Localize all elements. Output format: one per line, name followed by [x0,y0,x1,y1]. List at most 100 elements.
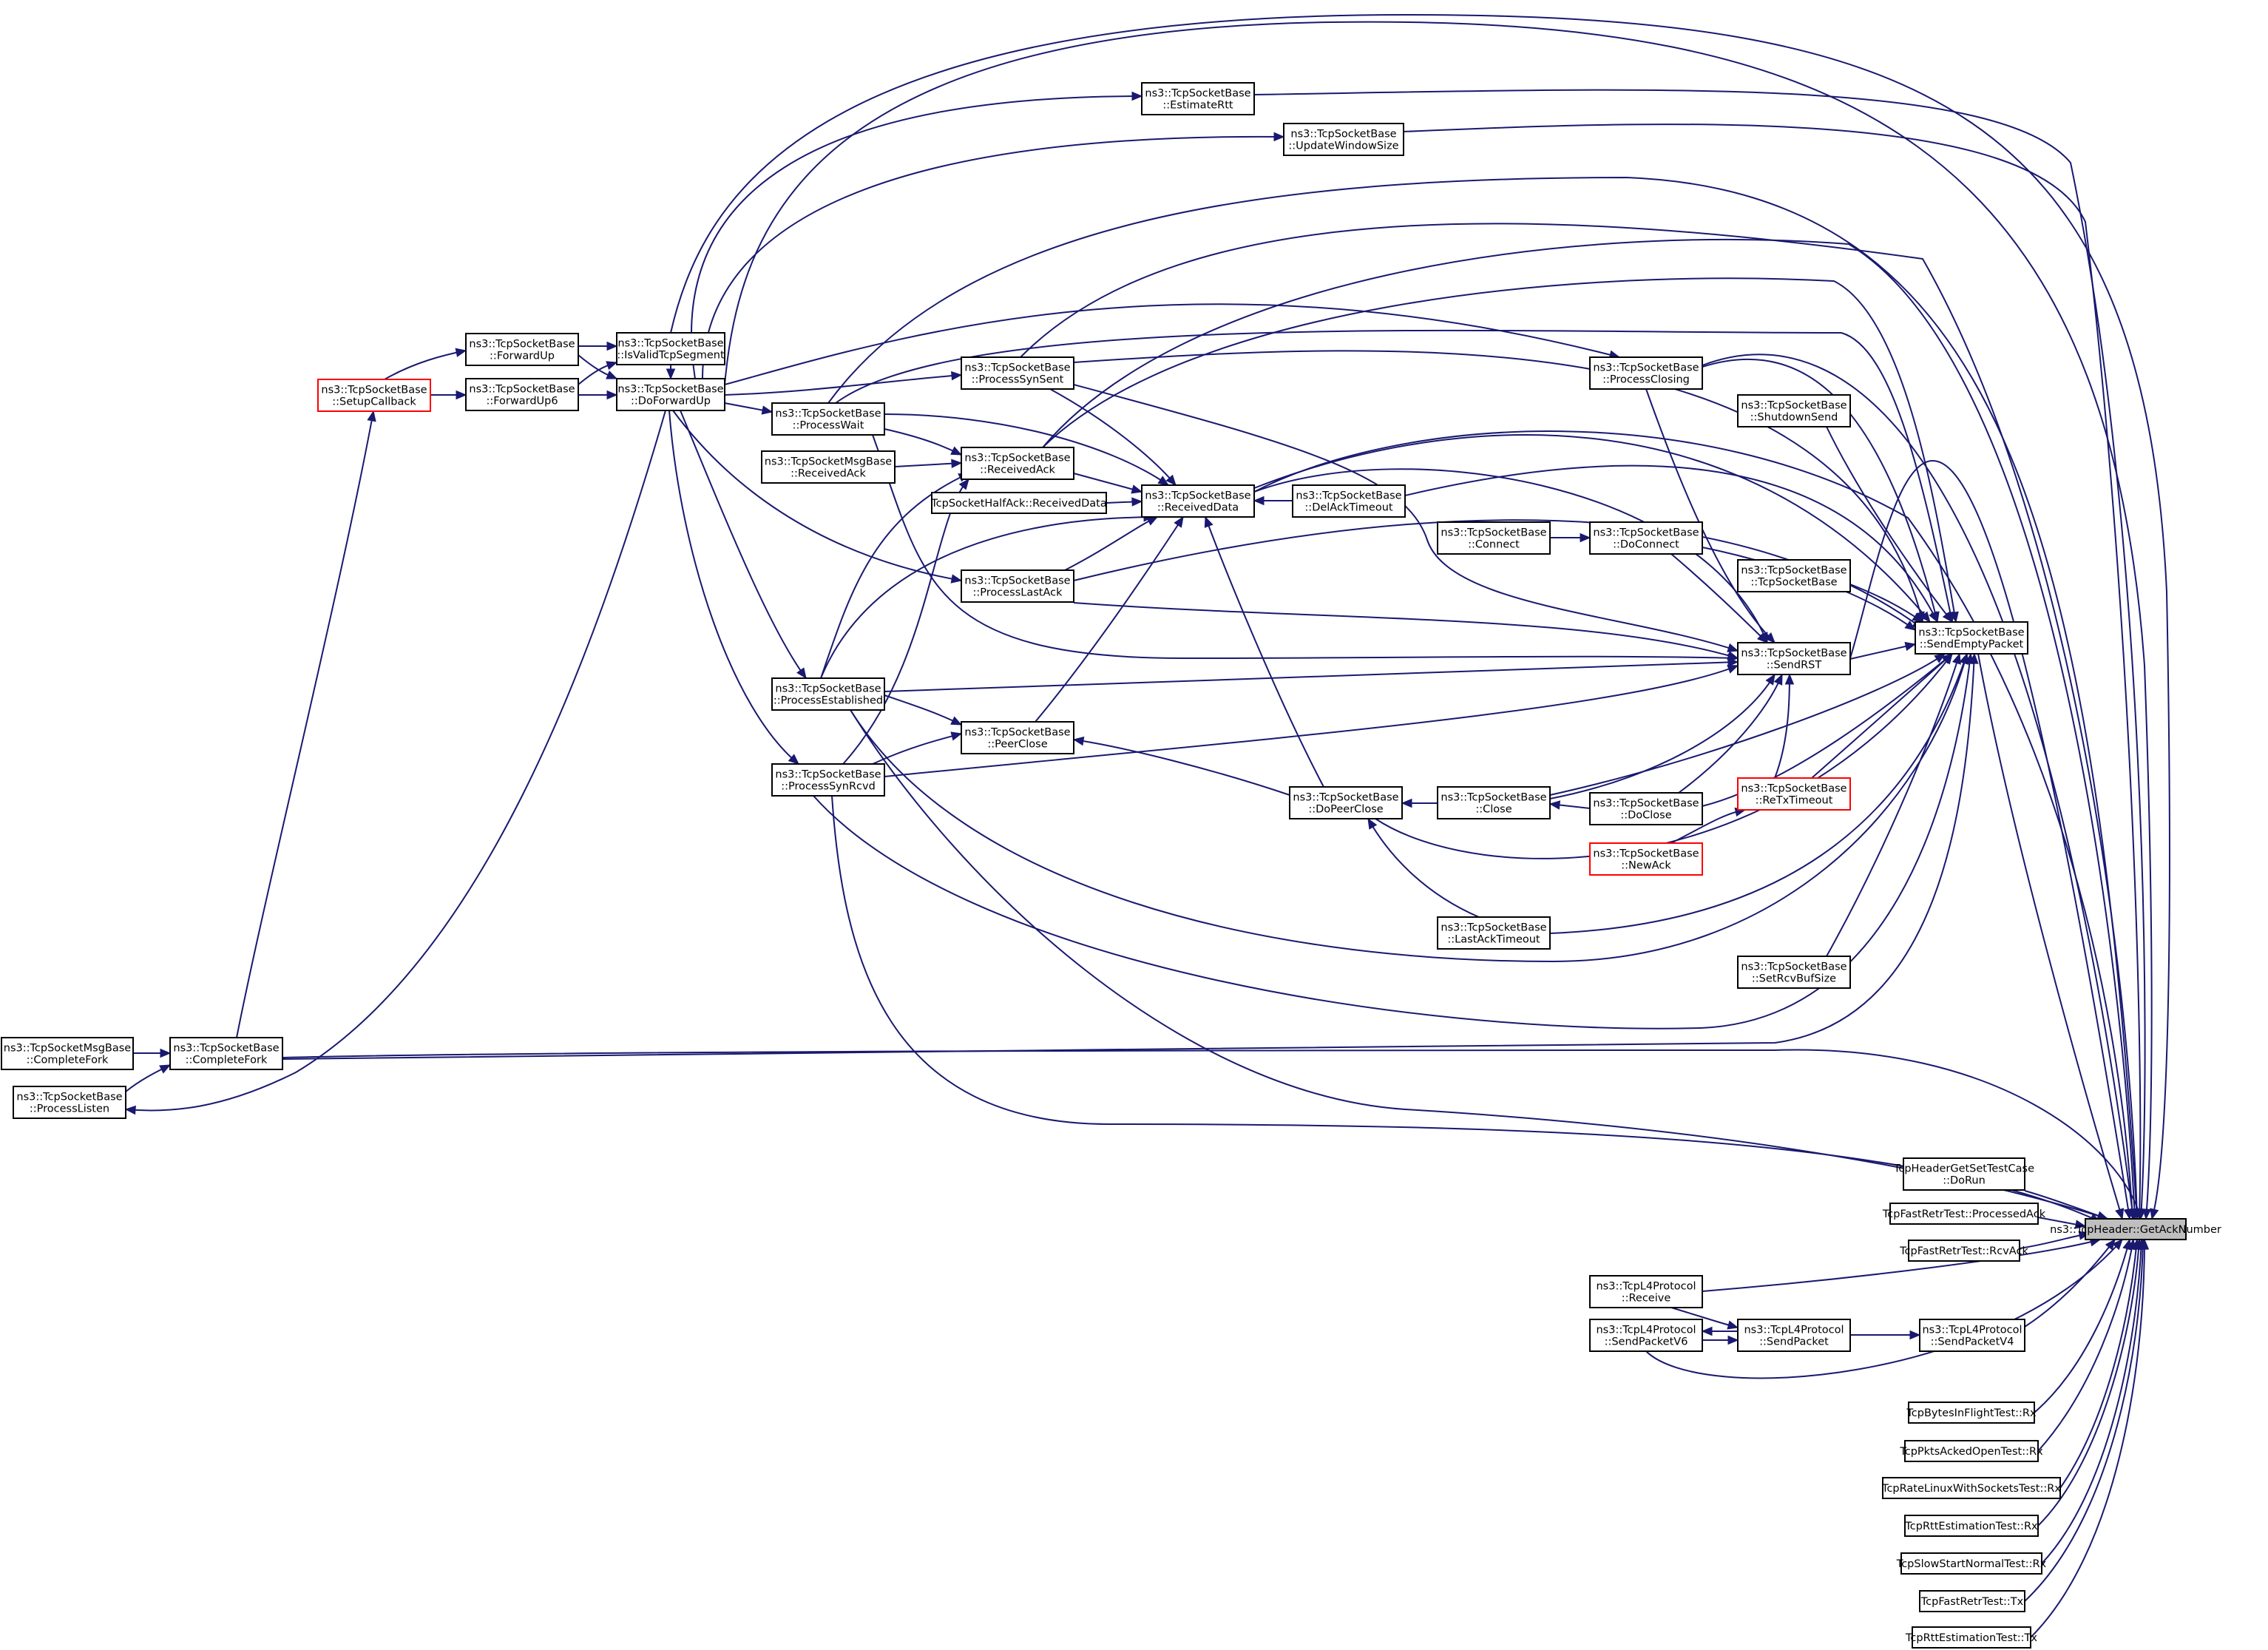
node-getack[interactable]: ns3::TcpHeader::GetAckNumber [2050,1218,2221,1240]
node-label-line: ::EstimateRtt [1162,100,1233,112]
node-label-line: ns3::TcpSocketBase [1741,648,1846,660]
edge-doFwdUp-to-getack [724,21,2153,1220]
node-label-line: ns3::TcpSocketBase [1741,400,1846,412]
node-label-line: ::SendEmptyPacket [1920,639,2024,651]
edge-setupCb-to-fwdUp [384,348,467,380]
node-label-line: ns3::TcpSocketBase [1441,792,1546,804]
node-pktsAcked[interactable]: TcpPktsAckedOpenTest::Rx [1899,1440,2043,1462]
node-l4SendV4[interactable]: ns3::TcpL4Protocol::SendPacketV4 [1919,1319,2025,1352]
edge-procWait-to-getack [827,176,2142,1220]
node-slowStart[interactable]: TcpSlowStartNormalTest::Rx [1896,1552,2047,1575]
edge-msgRecvAck-to-recvAck [894,459,963,468]
node-completeFork[interactable]: ns3::TcpSocketBase::CompleteFork [169,1037,283,1070]
edge-doFwdUp-to-procSynRcvd [668,410,799,765]
node-label-line: ::PeerClose [987,739,1047,751]
node-label-line: ns3::TcpSocketBase [617,338,723,350]
edge-completeFork-to-setupCb [236,410,376,1038]
node-label-line: ::CompleteFork [186,1055,268,1066]
node-label-line: ns3::TcpSocketBase [1593,527,1699,539]
node-label-line: ns3::TcpSocketBase [1918,627,2024,639]
node-doFwdUp[interactable]: ns3::TcpSocketBase::DoForwardUp [616,378,725,411]
edge-slowStart-to-getack [2041,1238,2146,1564]
node-fastRetrTx[interactable]: TcpFastRetrTest::Tx [1919,1590,2025,1612]
node-fastRetrRcv[interactable]: TcpFastRetrTest::RcvAck [1899,1240,2028,1262]
node-shutdownSend[interactable]: ns3::TcpSocketBase::ShutdownSend [1737,394,1851,427]
node-delAck[interactable]: ns3::TcpSocketBase::DelAckTimeout [1292,484,1406,518]
node-rateLinux[interactable]: TcpRateLinuxWithSocketsTest::Rx [1881,1477,2061,1499]
node-label-line: ::ShutdownSend [1750,412,1838,424]
node-procSynRcvd[interactable]: ns3::TcpSocketBase::ProcessSynRcvd [771,763,885,797]
node-label-line: ns3::TcpSocketMsgBase [4,1043,132,1055]
node-label-line: TcpPktsAckedOpenTest::Rx [1899,1446,2043,1458]
node-fwdUp6[interactable]: ns3::TcpSocketBase::ForwardUp6 [465,378,579,411]
node-label-line: ::ProcessSynRcvd [781,781,876,793]
node-halfAck[interactable]: TcpSocketHalfAck::ReceivedData [930,492,1107,514]
edge-procListen-to-completeFork [125,1064,172,1092]
node-setRcvBuf[interactable]: ns3::TcpSocketBase::SetRcvBufSize [1737,956,1851,989]
node-updWin[interactable]: ns3::TcpSocketBase::UpdateWindowSize [1283,123,1404,156]
node-isValid[interactable]: ns3::TcpSocketBase::IsValidTcpSegment [616,332,725,365]
node-procLastAck[interactable]: ns3::TcpSocketBase::ProcessLastAck [961,569,1074,603]
edge-procWait-to-recvData [884,413,1170,486]
node-l4SendPacket[interactable]: ns3::TcpL4Protocol::SendPacket [1737,1319,1851,1352]
node-recvAck[interactable]: ns3::TcpSocketBase::ReceivedAck [961,447,1074,480]
node-tcpCtor[interactable]: ns3::TcpSocketBase::TcpSocketBase [1737,559,1851,592]
edge-close-to-sendEmpty [1549,653,1946,796]
node-close[interactable]: ns3::TcpSocketBase::Close [1437,786,1551,819]
node-doConnect[interactable]: ns3::TcpSocketBase::DoConnect [1589,521,1703,555]
node-procListen[interactable]: ns3::TcpSocketBase::ProcessListen [13,1086,126,1119]
edge-rttEstTx-to-getack [2030,1238,2150,1638]
node-label-line: ns3::TcpSocketBase [321,385,427,396]
edge-peerClose-to-recvData [1035,515,1184,723]
node-procClosing[interactable]: ns3::TcpSocketBase::ProcessClosing [1589,356,1703,390]
node-getSetTest[interactable]: TcpHeaderGetSetTestCase::DoRun [1893,1157,2034,1191]
node-procEst[interactable]: ns3::TcpSocketBase::ProcessEstablished [771,677,885,711]
node-label-line: ::ReceivedAck [980,464,1055,476]
node-fastRetrProc[interactable]: TcpFastRetrTest::ProcessedAck [1882,1203,2046,1225]
node-label-line: ::SendPacketV4 [1931,1336,2014,1348]
node-lastAckTimeout[interactable]: ns3::TcpSocketBase::LastAckTimeout [1437,916,1551,950]
node-label-line: ns3::TcpSocketBase [1593,848,1699,860]
node-estRtt[interactable]: ns3::TcpSocketBase::EstimateRtt [1141,82,1255,115]
node-connect[interactable]: ns3::TcpSocketBase::Connect [1437,521,1551,555]
node-label-line: ns3::TcpSocketMsgBase [765,456,893,468]
node-label-line: ::ProcessListen [30,1103,109,1115]
node-label-line: ns3::TcpSocketBase [964,575,1070,587]
node-rttEstRx[interactable]: TcpRttEstimationTest::Rx [1904,1515,2039,1537]
node-procSynSent[interactable]: ns3::TcpSocketBase::ProcessSynSent [961,356,1074,390]
node-msgCompleteFork[interactable]: ns3::TcpSocketMsgBase::CompleteFork [1,1037,134,1070]
edge-msgCompleteFork-to-completeFork [133,1048,172,1058]
node-setupCb[interactable]: ns3::TcpSocketBase::SetupCallback [317,379,431,412]
node-label-line: ns3::TcpSocketBase [1741,565,1846,577]
node-doPeerClose[interactable]: ns3::TcpSocketBase::DoPeerClose [1289,786,1403,819]
edge-doFwdUp-to-procListen [124,410,666,1115]
node-fwdUp[interactable]: ns3::TcpSocketBase::ForwardUp [465,333,579,366]
node-rttEstTx[interactable]: TcpRttEstimationTest::Tx [1905,1626,2037,1649]
node-label-line: TcpFastRetrTest::RcvAck [1899,1245,2028,1257]
node-l4Receive[interactable]: ns3::TcpL4Protocol::Receive [1589,1275,1703,1308]
node-retxTimeout[interactable]: ns3::TcpSocketBase::ReTxTimeout [1737,777,1851,811]
node-peerClose[interactable]: ns3::TcpSocketBase::PeerClose [961,721,1074,754]
edge-completeFork-to-getack [282,1049,2143,1220]
edge-recvAck-to-recvData [1073,473,1143,494]
edge-completeFork-to-sendEmpty [282,652,1979,1060]
node-recvData[interactable]: ns3::TcpSocketBase::ReceivedData [1141,484,1255,518]
edge-sendRST-to-sendEmpty [1849,641,1917,660]
node-doClose[interactable]: ns3::TcpSocketBase::DoClose [1589,792,1703,825]
node-label-line: ns3::TcpSocketBase [1593,362,1699,374]
node-label-line: TcpFastRetrTest::Tx [1920,1596,2024,1608]
node-sendRST[interactable]: ns3::TcpSocketBase::SendRST [1737,642,1851,675]
edge-doFwdUp-to-procWait [724,402,774,415]
node-label-line: ns3::TcpSocketBase [16,1092,122,1103]
node-label-line: TcpRttEstimationTest::Rx [1904,1521,2038,1532]
node-l4SendV6[interactable]: ns3::TcpL4Protocol::SendPacketV6 [1589,1319,1703,1352]
node-msgRecvAck[interactable]: ns3::TcpSocketMsgBase::ReceivedAck [761,450,896,484]
node-sendEmpty[interactable]: ns3::TcpSocketBase::SendEmptyPacket [1915,621,2028,655]
node-procWait[interactable]: ns3::TcpSocketBase::ProcessWait [771,402,885,436]
node-bytesInFlight[interactable]: TcpBytesInFlightTest::Rx [1906,1402,2037,1424]
node-label-line: ns3::TcpL4Protocol [1596,1325,1696,1336]
node-newAck[interactable]: ns3::TcpSocketBase::NewAck [1589,842,1703,876]
node-label-line: ::DelAckTimeout [1304,502,1392,514]
node-label-line: ns3::TcpL4Protocol [1596,1281,1696,1293]
node-label-line: ns3::TcpSocketBase [1741,783,1846,795]
